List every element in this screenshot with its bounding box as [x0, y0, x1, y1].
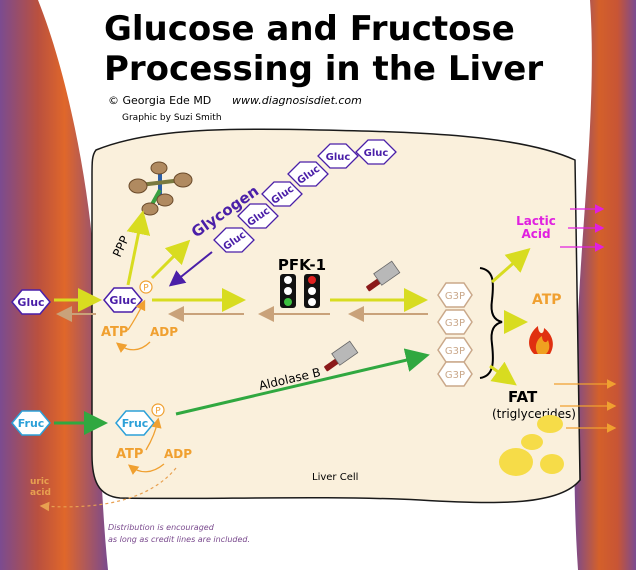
distribution-note-1: Distribution is encouraged [108, 523, 215, 532]
glycogen-gluc-6: Gluc [355, 139, 397, 165]
distribution-note-2: as long as credit lines are included. [108, 535, 250, 544]
svg-text:Gluc: Gluc [326, 152, 351, 163]
cleaver-icon-2 [324, 340, 359, 372]
lactic-acid-line-1: Lactic [516, 214, 556, 228]
arrow-to-fat [489, 361, 517, 386]
g3p-3: G3P [437, 337, 473, 363]
glycogen-gluc-5: Gluc [317, 143, 359, 169]
cleaver-icon [366, 260, 401, 292]
curly-brace-icon [479, 267, 503, 379]
title-line-1: Glucose and Fructose [104, 9, 515, 49]
fat-droplet-icon [499, 415, 564, 476]
cell-fructose: Fruc P [115, 403, 165, 436]
glucose-atp-arrow [127, 299, 146, 331]
uric-acid-line-2: acid [30, 488, 51, 498]
glycogen-gluc-3: Gluc [261, 181, 303, 207]
g3p-4: G3P [437, 361, 473, 387]
fructose-phosphate: P [155, 407, 161, 417]
glucose-atp: ATP [101, 325, 128, 340]
title-line-2: Processing in the Liver [104, 49, 543, 89]
arrow-to-glycogen [150, 239, 191, 280]
glucose-phosphate: P [143, 284, 149, 294]
graphic-credit: Graphic by Suzi Smith [122, 113, 222, 123]
right-blood-vessel [574, 0, 636, 570]
svg-text:G3P: G3P [445, 346, 465, 357]
glucose-adp-arrow [115, 341, 151, 353]
g3p-1: G3P [437, 282, 473, 308]
website-credit: www.diagnosisdiet.com [232, 94, 362, 107]
svg-text:Gluc: Gluc [364, 148, 389, 159]
cell-glucose-label: Gluc [109, 294, 136, 307]
cell-glucose: Gluc P [103, 280, 153, 313]
uric-acid-line-1: uric [30, 477, 49, 487]
traffic-light-icon [280, 274, 320, 308]
fructose-adp: ADP [164, 447, 192, 461]
lactic-acid-line-2: Acid [521, 227, 550, 241]
arrow-to-lactic-acid [491, 248, 531, 284]
fructose-adp-arrow [127, 463, 165, 475]
copyright-credit: © Georgia Ede MD [108, 94, 211, 107]
arrow-to-ppp [126, 210, 151, 286]
arrow-glycogen-to-glucose [168, 251, 213, 287]
pentose-phosphate-wheel-icon [128, 161, 193, 216]
pfk1-label: PFK-1 [278, 256, 326, 274]
fructose-atp: ATP [116, 447, 143, 462]
svg-text:G3P: G3P [445, 291, 465, 302]
svg-text:G3P: G3P [445, 370, 465, 381]
glycogen-gluc-1: Gluc [213, 227, 255, 253]
glycogen-chain: Gluc Gluc Gluc Gluc Gluc Gluc [213, 139, 397, 253]
arrow-to-uric-acid [39, 467, 177, 512]
triglycerides-label: (triglycerides) [492, 407, 576, 421]
glycogen-gluc-4: Gluc [287, 161, 329, 187]
glucose-adp: ADP [150, 325, 178, 339]
liver-cell-label: Liver Cell [312, 472, 358, 483]
fructose-atp-arrow [145, 417, 162, 451]
fire-icon [529, 326, 553, 354]
g3p-2: G3P [437, 309, 473, 335]
blood-fructose: Fruc [11, 410, 51, 436]
svg-text:G3P: G3P [445, 318, 465, 329]
liver-cell [91, 128, 581, 504]
blood-fructose-label: Fruc [18, 417, 45, 430]
cell-fructose-label: Fruc [122, 417, 149, 430]
arrow-aldolase-b [175, 348, 430, 416]
fat-label: FAT [508, 388, 538, 406]
blood-glucose-label: Gluc [17, 296, 44, 309]
output-atp: ATP [532, 292, 562, 308]
glycogen-gluc-2: Gluc [237, 203, 279, 229]
blood-glucose: Gluc [11, 289, 51, 315]
